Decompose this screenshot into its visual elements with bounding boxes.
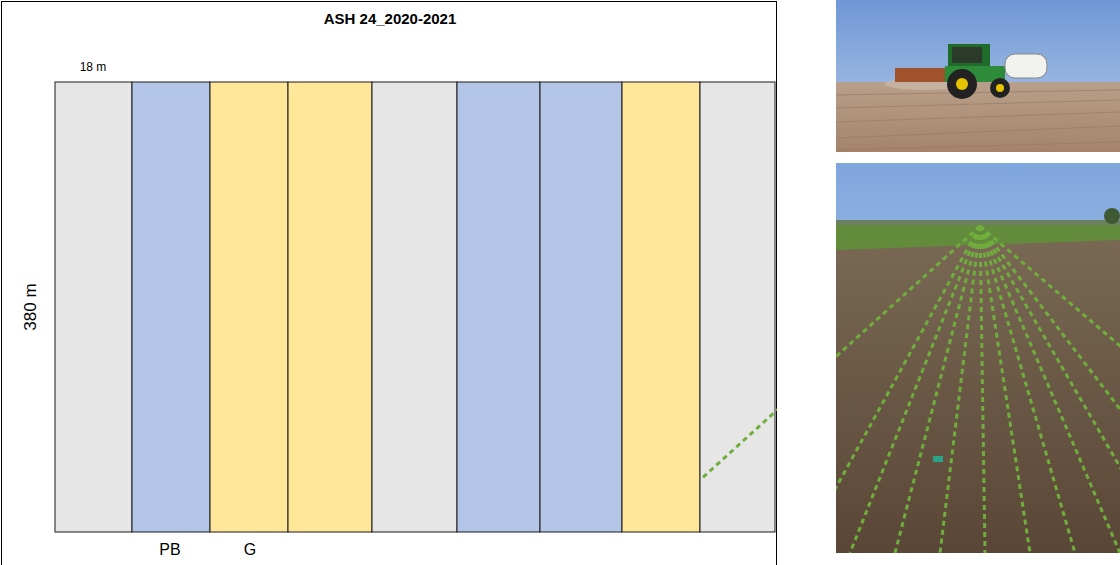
diagram-title: ASH 24_2020-2021	[324, 11, 457, 28]
strip-label: G	[244, 541, 256, 559]
dimension-label: 380 m	[22, 283, 41, 330]
frame	[2, 2, 777, 565]
plot-strips	[55, 82, 775, 532]
field-photo	[700, 163, 1120, 553]
dimension-label: 18 m	[80, 61, 107, 74]
tractor-photo	[836, 0, 1120, 152]
strip-label: PB	[159, 541, 180, 559]
